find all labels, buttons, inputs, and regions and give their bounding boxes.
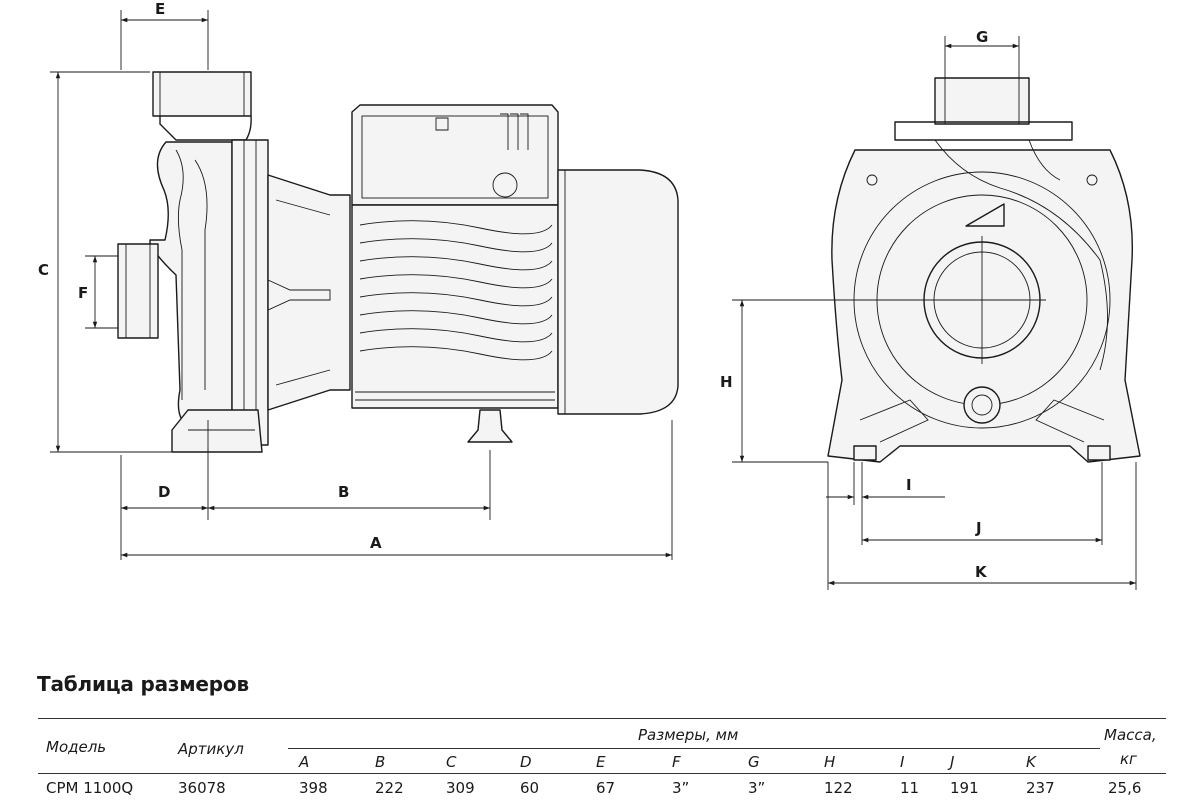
header-model: Модель: [46, 738, 107, 756]
dim-label-i: I: [906, 476, 912, 494]
header-col-c: C: [446, 753, 457, 771]
row-value-d: 60: [520, 779, 540, 797]
row-value-j: 191: [950, 779, 979, 797]
front-view-dimension-labels: G H I J K: [720, 28, 988, 581]
pump-dimension-drawing: E C F D B A: [38, 0, 1141, 590]
header-col-j: J: [950, 753, 955, 771]
header-col-a: A: [299, 753, 310, 771]
dim-label-g: G: [976, 28, 988, 46]
header-col-h: H: [824, 753, 836, 771]
row-value-f: 3”: [672, 779, 690, 797]
header-col-k: K: [1026, 753, 1036, 771]
header-col-g: G: [748, 753, 760, 771]
row-value-g: 3”: [748, 779, 766, 797]
row-value-i: 11: [900, 779, 920, 797]
side-view-dimension-lines: [50, 10, 673, 560]
table-top-rule: [38, 718, 1166, 719]
header-col-f: F: [672, 753, 681, 771]
dimensions-table: Модель Артикул Размеры, мм Масса, кг A B…: [38, 718, 1166, 800]
header-col-e: E: [596, 753, 606, 771]
header-dimensions-group: Размеры, мм: [638, 726, 739, 744]
dimensions-group-rule: [288, 748, 1100, 749]
table-title: Таблица размеров: [37, 672, 249, 696]
row-value-h: 122: [824, 779, 853, 797]
pump-front-view: [827, 77, 1141, 463]
row-mass: 25,6: [1108, 779, 1142, 797]
dim-label-j: J: [975, 519, 982, 537]
side-view-dimension-labels: E C F D B A: [38, 0, 382, 552]
pump-side-view: [117, 71, 679, 453]
header-bottom-rule: [38, 773, 1166, 774]
front-view-dimension-lines: [732, 36, 1137, 590]
header-mass-line2: кг: [1120, 750, 1137, 768]
row-value-b: 222: [375, 779, 404, 797]
header-col-b: B: [375, 753, 386, 771]
row-article: 36078: [178, 779, 226, 797]
dim-label-d: D: [158, 483, 170, 501]
dim-label-k: K: [975, 563, 988, 581]
row-model: CPM 1100Q: [46, 779, 134, 797]
row-value-k: 237: [1026, 779, 1055, 797]
motor-cooling-fins: [355, 220, 555, 401]
dim-label-e: E: [155, 0, 165, 18]
dim-label-a: A: [370, 534, 382, 552]
dim-label-c: C: [38, 261, 49, 279]
row-value-c: 309: [446, 779, 475, 797]
header-col-d: D: [520, 753, 532, 771]
header-article: Артикул: [178, 740, 244, 758]
dim-label-b: B: [338, 483, 349, 501]
header-mass-line1: Масса,: [1104, 726, 1157, 744]
header-col-i: I: [900, 753, 905, 771]
dim-label-h: H: [720, 373, 733, 391]
row-value-e: 67: [596, 779, 616, 797]
row-value-a: 398: [299, 779, 328, 797]
dim-label-f: F: [78, 284, 88, 302]
